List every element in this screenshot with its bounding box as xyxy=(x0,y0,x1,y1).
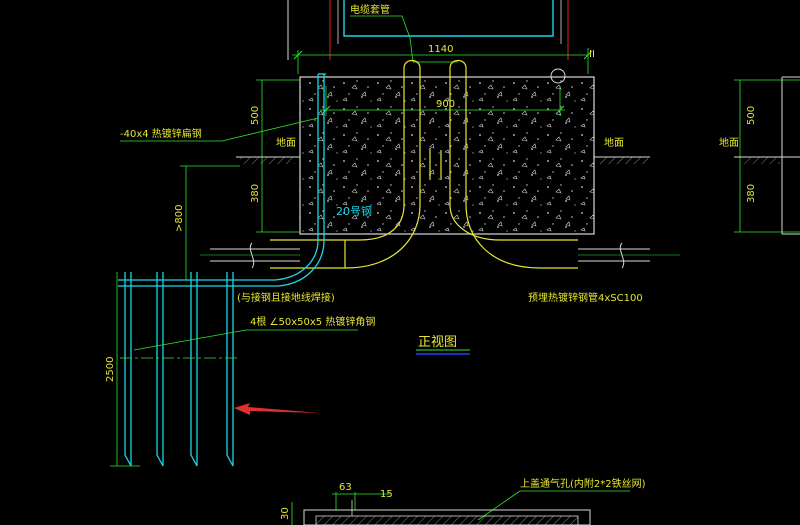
front-view-label: 正视图 xyxy=(418,335,457,350)
dim-500-left: 500 xyxy=(250,106,261,125)
cabinet-outline xyxy=(287,0,569,60)
vent-note: 上盖通气孔(内附2*2铁丝网) xyxy=(520,477,646,490)
flat-steel-bar xyxy=(250,73,326,287)
ground-label-left: 地面 xyxy=(276,136,296,149)
conduit-label: 预埋热镀锌钢管4xSC100 xyxy=(528,291,643,304)
cable-pipes xyxy=(270,59,578,269)
dim-800-text: >800 xyxy=(174,205,185,232)
dimension-900: 900 xyxy=(320,68,566,116)
dimension-1140: 1140 II xyxy=(292,44,595,74)
dim-380-right: 380 xyxy=(746,184,757,203)
ground-lines: 地面 地面 xyxy=(236,136,650,164)
dim-900-text: 900 xyxy=(436,99,455,110)
dimension-800: >800 xyxy=(174,165,240,280)
dim-380-left: 380 xyxy=(250,184,261,203)
left-dimensions: 500 380 xyxy=(250,79,300,233)
dim-63-text: 63 xyxy=(339,482,352,493)
dim-1140-text: 1140 xyxy=(428,44,453,55)
cable-pipe-label: 电缆套管 xyxy=(350,3,390,16)
foundation-block xyxy=(299,76,595,235)
cable-pipe-callout: 电缆套管 xyxy=(350,3,458,63)
dim-2500-text: 2500 xyxy=(105,357,116,382)
conduit-stubs xyxy=(200,242,680,269)
weld-note: (与接钢且接地线焊接) xyxy=(237,291,335,304)
red-annotation-arrow xyxy=(234,403,320,415)
dim-30-text: 30 xyxy=(280,507,291,520)
angle-steel-label: 4根 ∠50x50x5 热镀锌角钢 xyxy=(250,315,375,328)
front-view-title: 正视图 xyxy=(416,335,470,355)
dim-15-text: 15 xyxy=(380,489,393,500)
angle-steel-callout: 4根 ∠50x50x5 热镀锌角钢 xyxy=(133,315,375,351)
section-mark-II: II xyxy=(589,49,595,60)
side-view-partial: 500 380 地面 xyxy=(719,76,800,235)
ground-label-mid: 地面 xyxy=(604,136,624,149)
dim-500-right: 500 xyxy=(746,106,757,125)
flat-steel-callout: -40x4 热镀锌扁钢 xyxy=(120,117,319,142)
flat-steel-label: -40x4 热镀锌扁钢 xyxy=(120,127,202,140)
angle-steel-rods xyxy=(118,272,250,467)
bottom-detail: 63 15 30 上盖通气孔(内附2*2铁丝网) xyxy=(280,477,646,525)
steel-20-label: 20号钢 xyxy=(336,205,372,218)
ground-label-right: 地面 xyxy=(719,136,739,149)
dimension-2500: 2500 xyxy=(105,272,140,467)
